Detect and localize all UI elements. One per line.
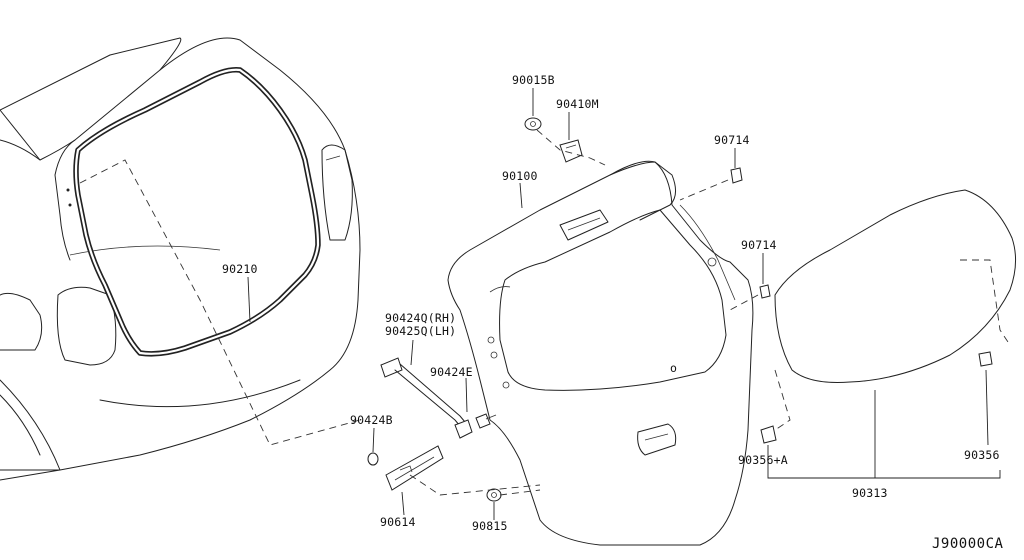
nut-90015B — [524, 117, 542, 131]
label-90714-top: 90714 — [714, 133, 750, 147]
leader-lines — [247, 88, 1001, 520]
label-90356A: 90356+A — [738, 453, 788, 467]
label-90410M: 90410M — [556, 97, 599, 111]
diagram-code: J90000CA — [932, 536, 1004, 552]
nut-90424B — [367, 452, 379, 466]
bumper2-dashed-line — [729, 294, 759, 311]
glass-dashed-line — [774, 369, 791, 431]
label-90815: 90815 — [472, 519, 508, 533]
vehicle-body-outline — [0, 37, 361, 481]
label-90100: 90100 — [502, 169, 538, 183]
label-90425Q: 90425Q(LH) — [385, 324, 456, 338]
gas-stay — [380, 357, 473, 439]
label-90356: 90356 — [964, 448, 1000, 462]
label-90015B: 90015B — [512, 73, 555, 87]
bolt-90424E — [475, 413, 497, 429]
label-90210: 90210 — [222, 262, 258, 276]
clip-90356 — [978, 351, 993, 367]
seal-dashed-line — [79, 159, 361, 446]
bracket-90614 — [385, 445, 444, 491]
latch-dashed-line — [536, 129, 606, 166]
label-90424E: 90424E — [430, 365, 473, 379]
label-90424Q: 90424Q(RH) — [385, 311, 456, 325]
bumper-dashed-line — [679, 179, 729, 201]
grommet-90815 — [486, 488, 502, 502]
clip-90356A — [760, 425, 777, 444]
bumper-90714-top — [730, 167, 743, 184]
rear-glass — [774, 189, 1016, 383]
bracket-dashed-line — [409, 474, 541, 496]
grommet-dashed-line — [499, 489, 541, 496]
weatherstrip-seal — [66, 67, 321, 357]
label-90714-mid: 90714 — [741, 238, 777, 252]
svg-text:o: o — [670, 361, 677, 375]
latch-90410M — [559, 139, 583, 163]
part-labels: 90015B 90410M 90714 90100 90714 90210 90… — [222, 73, 1004, 552]
label-90614: 90614 — [380, 515, 416, 529]
back-door-panel: o — [447, 160, 754, 546]
label-90313: 90313 — [852, 486, 888, 500]
label-90424B: 90424B — [350, 413, 393, 427]
bumper-90714-mid — [759, 284, 771, 299]
